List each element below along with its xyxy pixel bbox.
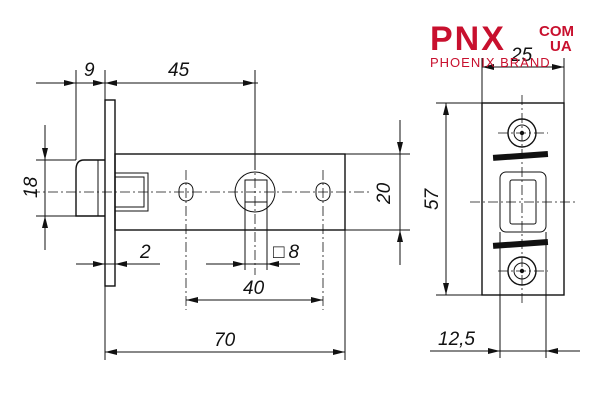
strike-lip-bottom [492, 239, 549, 249]
spindle-square-value: 8 [288, 242, 299, 263]
strike-plate [481, 102, 565, 296]
strike-lip-top [492, 151, 549, 161]
logo-com: COM [539, 23, 574, 40]
logo-ua: UA [550, 38, 572, 55]
spindle-square-symbol: □ [273, 242, 285, 263]
dim-hole-spacing: 40 [243, 278, 265, 299]
spindle-square-hole [244, 179, 268, 203]
dim-strike-height: 57 [422, 187, 443, 210]
logo-main: PNX [430, 20, 506, 58]
dim-latch-height: 18 [21, 176, 42, 198]
latch-tongue [75, 159, 105, 217]
dim-strike-width: 25 [510, 45, 533, 66]
dim-backset: 45 [168, 60, 190, 81]
dim-total-length: 70 [214, 330, 236, 351]
brand-logo: PNX COM UA PHOENIX BRAND [430, 20, 574, 70]
dim-faceplate-offset: 9 [84, 60, 95, 81]
side-view: 9 45 18 20 2 □8 40 70 [21, 60, 410, 360]
faceplate [104, 99, 116, 287]
logo-tagline: PHOENIX BRAND [430, 55, 551, 70]
dim-spindle-square: □8 [273, 242, 299, 263]
dim-faceplate-thickness: 2 [139, 242, 151, 263]
dim-body-height: 20 [374, 182, 395, 205]
dim-strike-offset: 12,5 [438, 329, 475, 350]
strike-plate-view: 25 57 12,5 [422, 45, 580, 358]
